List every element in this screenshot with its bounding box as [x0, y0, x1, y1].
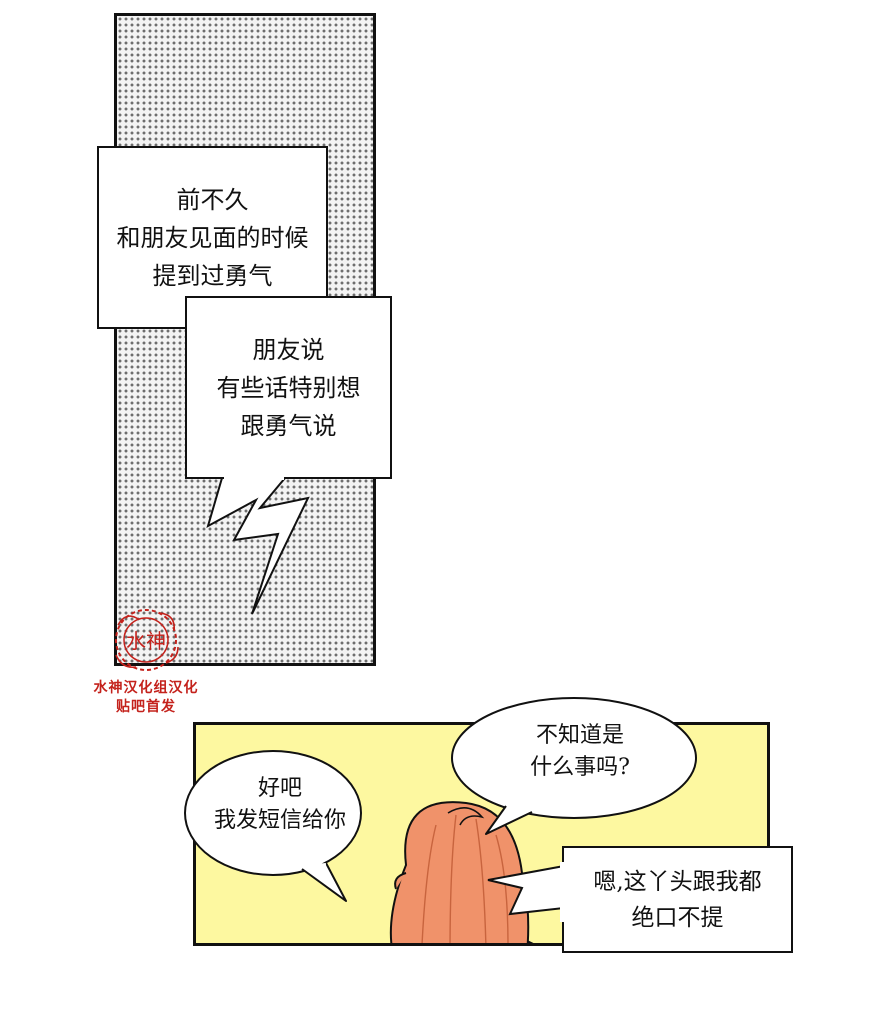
caption-3-tail: [487, 862, 570, 922]
caption-2-line-2: 有些话特别想: [216, 373, 361, 402]
watermark-line-2: 贴吧首发: [116, 699, 176, 715]
caption-1-line-1: 前不久: [176, 185, 249, 214]
caption-3-line-1: 嗯,这丫头跟我都: [593, 868, 762, 895]
svg-text:水神: 水神: [126, 629, 166, 653]
watermark-line-1: 水神汉化组汉化: [93, 680, 199, 696]
caption-box-2: 朋友说 有些话特别想 跟勇气说: [185, 296, 392, 479]
girl-back-figure: [389, 801, 534, 943]
speech-bubble-left: [184, 750, 362, 902]
speech-bubble-left-text: 好吧 我发短信给你: [190, 773, 370, 837]
caption-2-tail: [206, 470, 310, 615]
watermark-seal-icon: 水神: [115, 609, 179, 671]
caption-2-line-3: 跟勇气说: [240, 411, 337, 440]
caption-3-line-2: 绝口不提: [631, 904, 724, 931]
speech-left-line-1: 好吧: [257, 776, 302, 801]
speech-right-line-1: 不知道是: [535, 723, 624, 748]
caption-2-line-1: 朋友说: [252, 335, 325, 364]
caption-1-line-2: 和朋友见面的时候: [116, 223, 309, 252]
caption-box-3: 嗯,这丫头跟我都 绝口不提: [562, 846, 793, 953]
speech-right-line-2: 什么事吗?: [530, 755, 630, 780]
speech-left-line-2: 我发短信给你: [213, 808, 346, 833]
watermark-stamp: 水神 水神汉化组汉化 贴吧首发: [76, 605, 216, 717]
speech-bubble-right-text: 不知道是 什么事吗?: [460, 720, 700, 784]
speech-bubble-right: [451, 697, 697, 835]
caption-1-line-3: 提到过勇气: [152, 261, 273, 290]
